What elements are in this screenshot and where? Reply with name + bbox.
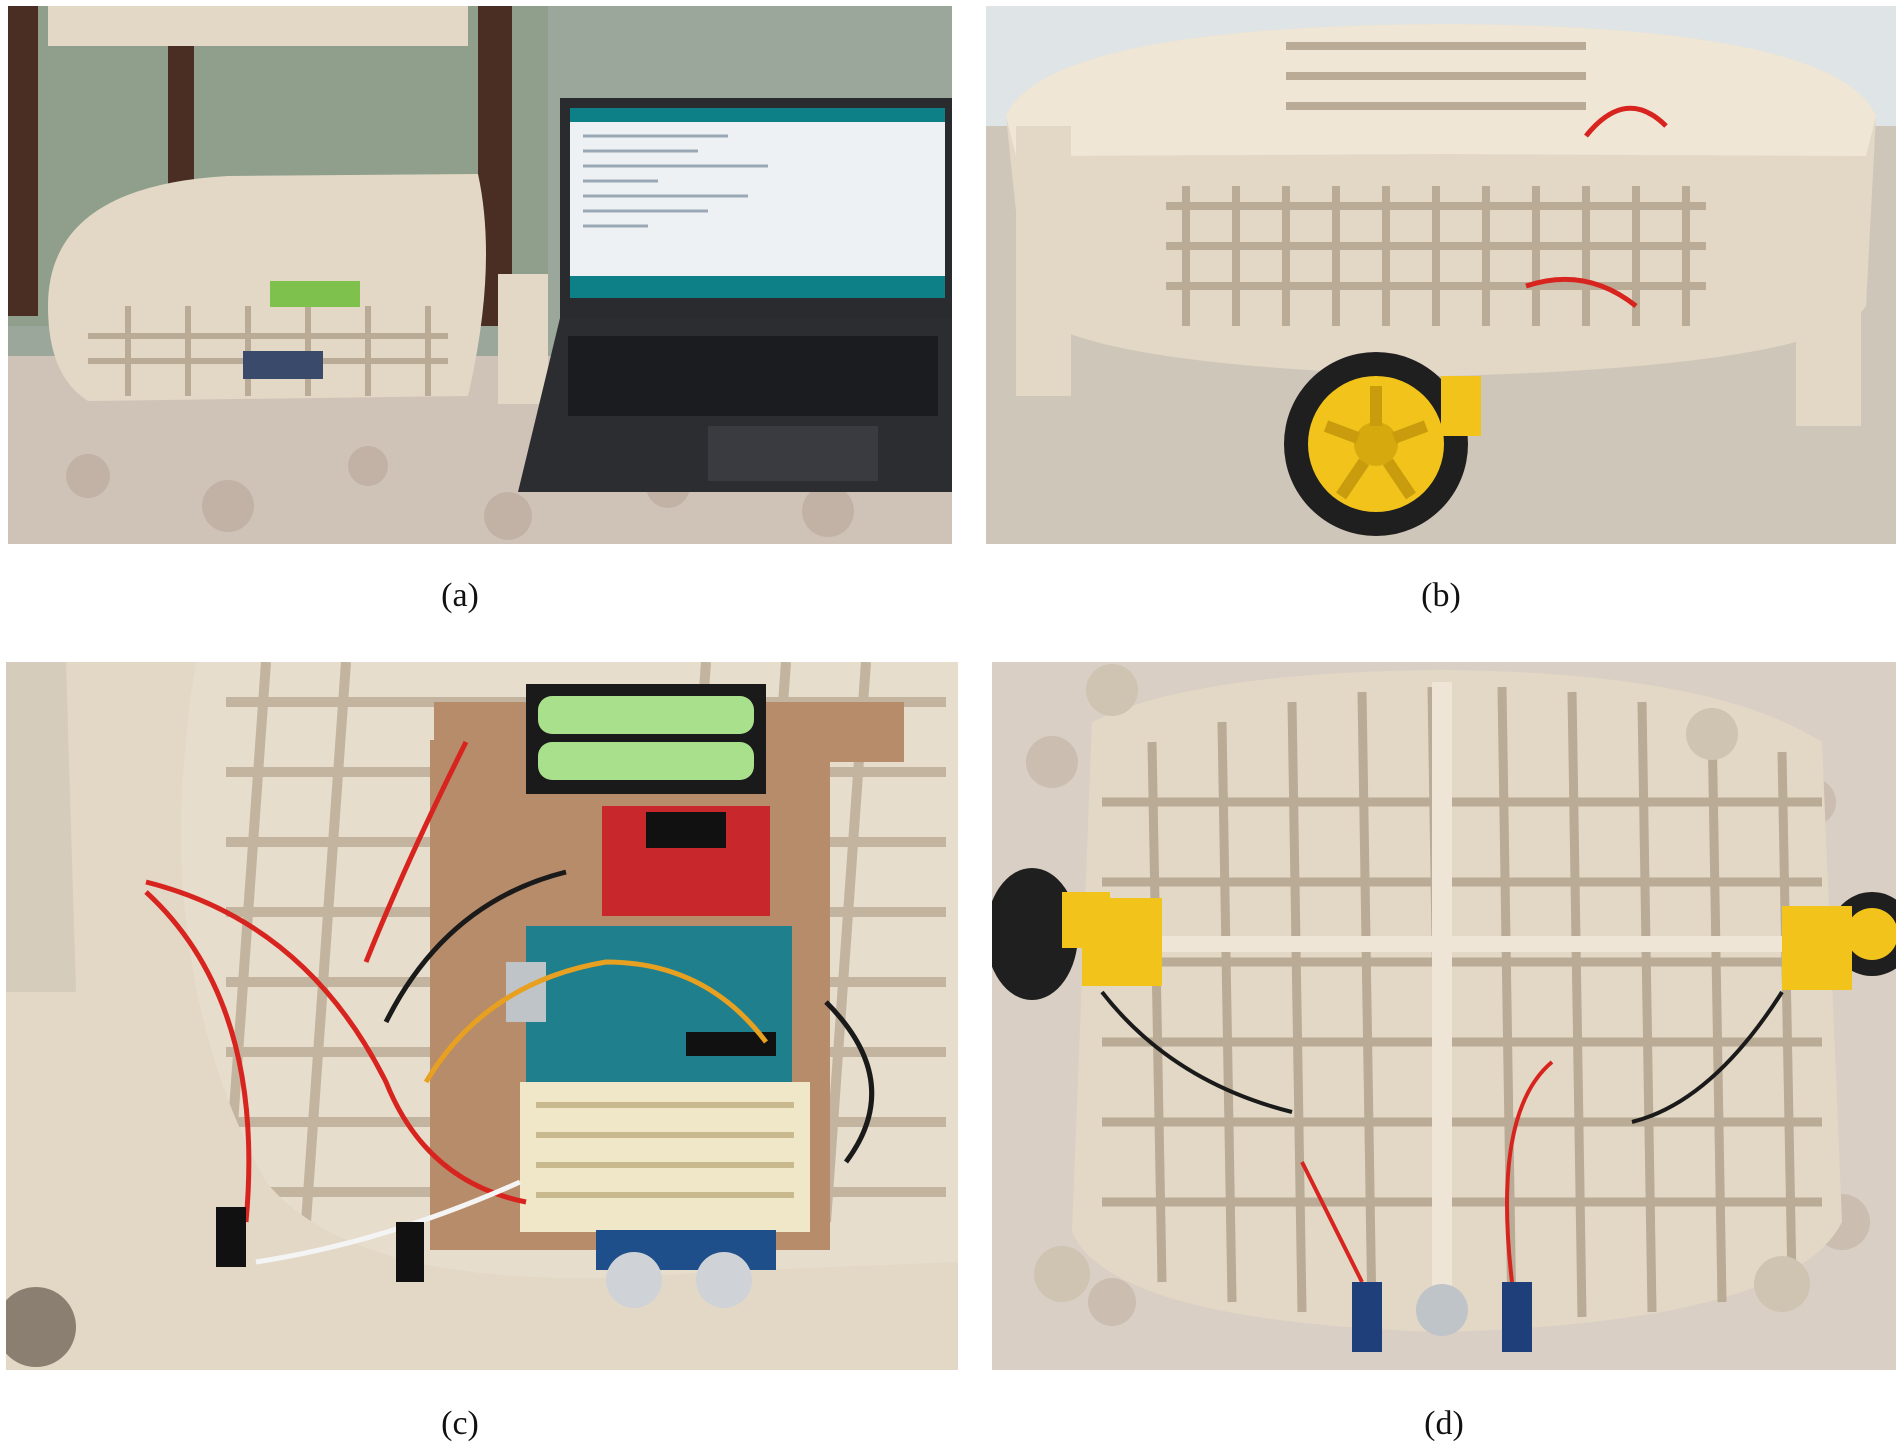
panel-caption-c: (c) [441,1405,479,1442]
panel-caption-d: (d) [1424,1405,1464,1442]
panel-caption-a: (a) [441,577,479,614]
photo-robot-top-view-electronics-icon [6,662,958,1370]
photo-panel-a [8,6,952,544]
photo-robot-underside-motors-sensors-icon [992,662,1896,1370]
photo-panel-c [6,662,958,1370]
photo-robot-side-view-wheel-icon [986,6,1896,544]
photo-panel-d [992,662,1896,1370]
panel-caption-b: (b) [1421,577,1461,614]
photo-robot-basket-with-laptop-icon [8,6,952,544]
photo-panel-b [986,6,1896,544]
